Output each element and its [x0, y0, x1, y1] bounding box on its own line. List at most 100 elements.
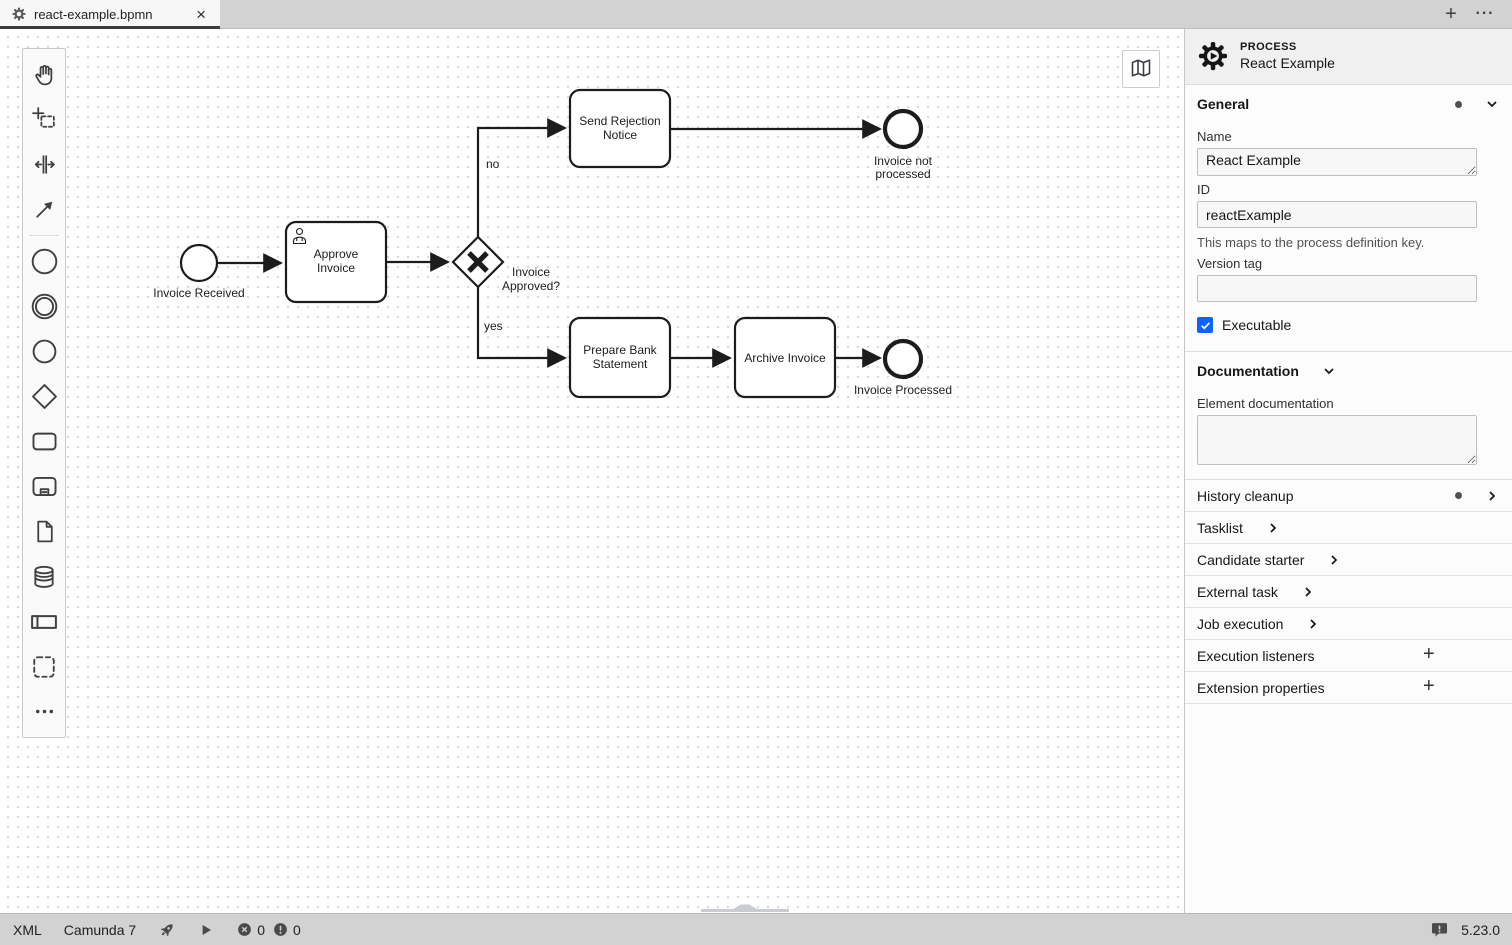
palette-more-options-icon[interactable]	[23, 689, 65, 734]
end-not-processed-label-line2[interactable]: processed	[875, 167, 930, 181]
bpmn-canvas[interactable]: Invoice Received Approve Invoice Invoice…	[0, 29, 1184, 913]
chevron-right-icon[interactable]	[1305, 616, 1321, 632]
error-icon	[238, 923, 252, 936]
section-history-cleanup-title: History cleanup	[1197, 487, 1294, 504]
archive-task-label[interactable]: Archive Invoice	[744, 351, 826, 365]
section-candidate-starter-title: Candidate starter	[1197, 551, 1305, 568]
id-field[interactable]	[1197, 201, 1477, 228]
create-intermediate-event-icon[interactable]	[23, 284, 65, 329]
section-extension-properties-title: Extension properties	[1197, 679, 1325, 696]
executable-checkbox[interactable]	[1197, 317, 1213, 333]
send-rejection-label-line2[interactable]: Notice	[603, 128, 637, 142]
collapsed-sections: History cleanup Tasklist Candidate start…	[1185, 480, 1512, 704]
archive-invoice-task[interactable]	[733, 316, 837, 399]
element-type-label: PROCESS	[1240, 41, 1297, 53]
flow-no-branch[interactable]	[476, 118, 567, 237]
minimap-toggle-button[interactable]	[1122, 50, 1160, 88]
element-documentation-label: Element documentation	[1197, 396, 1334, 411]
section-external-task[interactable]: External task	[1185, 576, 1512, 608]
warning-count: 0	[292, 921, 301, 938]
new-tab-button[interactable]: +	[1445, 3, 1457, 25]
palette-separator	[29, 235, 59, 236]
section-documentation: Documentation Element documentation	[1185, 352, 1512, 480]
file-tab[interactable]: react-example.bpmn ×	[0, 0, 220, 29]
element-documentation-field[interactable]	[1197, 415, 1477, 465]
end-processed-label[interactable]: Invoice Processed	[854, 383, 952, 397]
gateway-label-line2[interactable]: Approved?	[502, 279, 560, 293]
no-flow-label[interactable]: no	[486, 157, 500, 171]
chevron-right-icon[interactable]	[1484, 488, 1500, 504]
chevron-down-icon[interactable]	[1321, 363, 1337, 379]
tab-bar: react-example.bpmn × + ···	[0, 0, 1512, 29]
log-drawer-handle[interactable]	[700, 903, 790, 913]
start-event-label[interactable]: Invoice Received	[153, 286, 244, 300]
lasso-tool-icon[interactable]	[23, 97, 65, 142]
chevron-right-icon[interactable]	[1326, 552, 1342, 568]
section-candidate-starter[interactable]: Candidate starter	[1185, 544, 1512, 576]
send-rejection-label-line1[interactable]: Send Rejection	[579, 114, 660, 128]
section-general-title: General	[1197, 96, 1250, 112]
chevron-right-icon[interactable]	[1265, 520, 1281, 536]
flow-yes-branch[interactable]	[476, 287, 567, 368]
error-count: 0	[257, 921, 265, 938]
approve-task-label-line2[interactable]: Invoice	[317, 261, 355, 275]
end-event-processed[interactable]	[882, 338, 924, 380]
add-extension-property-button[interactable]: +	[1423, 675, 1435, 697]
xml-toggle[interactable]: XML	[2, 914, 53, 945]
create-participant-icon[interactable]	[23, 599, 65, 644]
section-history-cleanup[interactable]: History cleanup	[1185, 480, 1512, 512]
process-icon	[1198, 41, 1228, 71]
prepare-bank-statement-task[interactable]	[568, 316, 672, 399]
section-extension-properties[interactable]: Extension properties +	[1185, 672, 1512, 704]
deploy-button[interactable]	[147, 914, 187, 945]
create-start-event-icon[interactable]	[23, 239, 65, 284]
prepare-task-label-line1[interactable]: Prepare Bank	[583, 343, 657, 357]
chevron-right-icon[interactable]	[1300, 584, 1316, 600]
start-instance-button[interactable]	[187, 914, 225, 945]
create-task-icon[interactable]	[23, 419, 65, 464]
section-tasklist[interactable]: Tasklist	[1185, 512, 1512, 544]
create-end-event-icon[interactable]	[23, 329, 65, 374]
section-tasklist-title: Tasklist	[1197, 519, 1243, 536]
yes-flow-label[interactable]: yes	[484, 319, 503, 333]
xml-toggle-label: XML	[13, 921, 42, 938]
hand-tool-icon[interactable]	[23, 52, 65, 97]
end-not-processed-label-line1[interactable]: Invoice not	[874, 154, 933, 168]
create-subprocess-icon[interactable]	[23, 464, 65, 509]
name-field[interactable]: React Example	[1197, 148, 1477, 176]
section-job-execution-title: Job execution	[1197, 615, 1284, 632]
prepare-task-label-line2[interactable]: Statement	[593, 357, 648, 371]
section-external-task-title: External task	[1197, 583, 1278, 600]
create-gateway-icon[interactable]	[23, 374, 65, 419]
feedback-button[interactable]	[1430, 920, 1449, 939]
close-tab-icon[interactable]: ×	[196, 4, 206, 24]
create-data-object-icon[interactable]	[23, 509, 65, 554]
checkmark-icon	[1200, 321, 1210, 329]
end-event-not-processed[interactable]	[882, 108, 924, 150]
section-general-header[interactable]: General	[1185, 85, 1512, 123]
chevron-down-icon[interactable]	[1484, 96, 1500, 112]
version-tag-field[interactable]	[1197, 275, 1477, 302]
global-connect-tool-icon[interactable]	[23, 187, 65, 232]
engine-profile-button[interactable]: Camunda 7	[53, 914, 147, 945]
create-data-store-icon[interactable]	[23, 554, 65, 599]
section-general: General Name React Example ID This maps …	[1185, 85, 1512, 352]
add-execution-listener-button[interactable]: +	[1423, 643, 1435, 665]
id-field-label: ID	[1197, 182, 1210, 197]
status-bar: XML Camunda 7 0 0	[0, 913, 1512, 945]
problems-indicator[interactable]: 0 0	[225, 914, 312, 945]
send-rejection-notice-task[interactable]	[568, 88, 672, 169]
approve-invoice-task[interactable]	[284, 220, 388, 304]
section-execution-listeners[interactable]: Execution listeners +	[1185, 640, 1512, 672]
start-event[interactable]	[179, 243, 219, 283]
element-name-label: React Example	[1240, 55, 1335, 71]
overflow-menu-icon[interactable]: ···	[1475, 5, 1495, 22]
main-area: Invoice Received Approve Invoice Invoice…	[0, 29, 1512, 913]
section-documentation-header[interactable]: Documentation	[1185, 352, 1512, 390]
space-tool-icon[interactable]	[23, 142, 65, 187]
properties-panel: PROCESS React Example General Name React…	[1184, 29, 1512, 913]
gateway-label-line1[interactable]: Invoice	[512, 265, 550, 279]
approve-task-label-line1[interactable]: Approve	[314, 247, 359, 261]
section-job-execution[interactable]: Job execution	[1185, 608, 1512, 640]
create-group-icon[interactable]	[23, 644, 65, 689]
